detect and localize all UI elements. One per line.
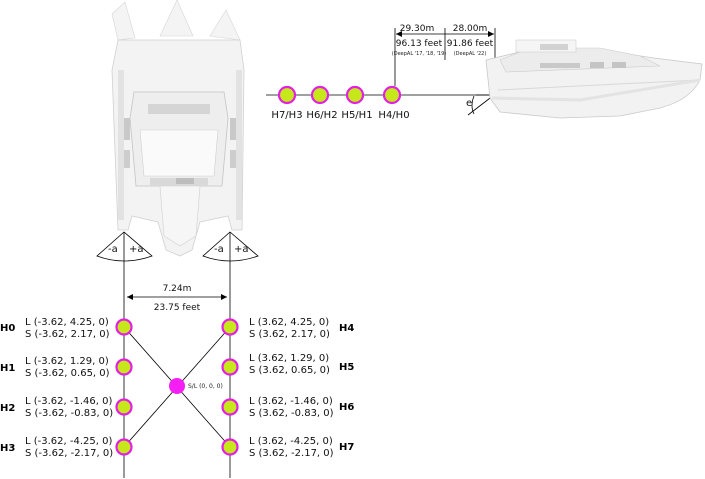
left-angle-fan: -a +a — [96, 231, 153, 262]
svg-text:S (-3.62, -2.17, 0): S (-3.62, -2.17, 0) — [25, 448, 113, 459]
dim-left-note: (DeepAL '17, '18, '19) — [392, 51, 446, 57]
svg-text:H4/H0: H4/H0 — [378, 110, 409, 121]
dim-right-meters: 28.00m — [453, 24, 488, 34]
svg-text:S (3.62, 0.65, 0): S (3.62, 0.65, 0) — [249, 365, 330, 376]
spacing-meters: 7.24m — [163, 284, 192, 294]
spacing-feet: 23.75 feet — [154, 303, 201, 313]
svg-text:S (-3.62, -0.83, 0): S (-3.62, -0.83, 0) — [25, 408, 113, 419]
svg-text:-a: -a — [108, 244, 118, 255]
side-hydrophone-h7-h3 — [277, 85, 297, 105]
left-hydrophone-group: H0 L (-3.62, 4.25, 0) S (-3.62, 2.17, 0)… — [0, 317, 133, 459]
svg-text:L (3.62, 1.29, 0): L (3.62, 1.29, 0) — [249, 353, 329, 364]
svg-text:e: e — [466, 98, 472, 109]
svg-text:H4: H4 — [339, 323, 354, 334]
svg-text:+a: +a — [234, 244, 249, 255]
hydrophone-h2: H2 L (-3.62, -1.46, 0) S (-3.62, -0.83, … — [0, 396, 133, 419]
hydrophone-h4: L (3.62, 4.25, 0) S (3.62, 2.17, 0) H4 — [221, 317, 354, 340]
source-label: S/L (0, 0, 0) — [188, 383, 223, 390]
svg-text:H7: H7 — [339, 442, 354, 453]
hydrophone-h5: L (3.62, 1.29, 0) S (3.62, 0.65, 0) H5 — [221, 353, 354, 376]
hydrophone-h1: H1 L (-3.62, 1.29, 0) S (-3.62, 0.65, 0) — [0, 356, 133, 379]
svg-text:S (3.62, -2.17, 0): S (3.62, -2.17, 0) — [249, 448, 334, 459]
svg-text:S (3.62, 2.17, 0): S (3.62, 2.17, 0) — [249, 329, 330, 340]
svg-text:S (3.62, -0.83, 0): S (3.62, -0.83, 0) — [249, 408, 334, 419]
dim-right-note: (DeepAL '22) — [454, 51, 487, 57]
svg-text:H7/H3: H7/H3 — [271, 110, 302, 121]
svg-text:L (3.62, 4.25, 0): L (3.62, 4.25, 0) — [249, 317, 329, 328]
source-marker — [169, 378, 185, 394]
right-hydrophone-group: L (3.62, 4.25, 0) S (3.62, 2.17, 0) H4 L… — [221, 317, 354, 459]
motor-yacht-side-view — [485, 39, 703, 119]
hydrophone-h3: H3 L (-3.62, -4.25, 0) S (-3.62, -2.17, … — [0, 436, 133, 459]
svg-text:H6: H6 — [339, 402, 354, 413]
svg-text:L (-3.62, 4.25, 0): L (-3.62, 4.25, 0) — [25, 317, 109, 328]
dim-left-feet: 96.13 feet — [396, 39, 443, 49]
svg-text:S (-3.62, 2.17, 0): S (-3.62, 2.17, 0) — [25, 329, 110, 340]
hydrophone-h0: H0 L (-3.62, 4.25, 0) S (-3.62, 2.17, 0) — [0, 317, 133, 340]
svg-text:H5: H5 — [339, 362, 354, 373]
svg-text:L (3.62, -1.46, 0): L (3.62, -1.46, 0) — [249, 396, 333, 407]
svg-text:H6/H2: H6/H2 — [306, 110, 337, 121]
svg-text:S (-3.62, 0.65, 0): S (-3.62, 0.65, 0) — [25, 368, 110, 379]
svg-text:L (-3.62, -4.25, 0): L (-3.62, -4.25, 0) — [25, 436, 112, 447]
side-dimensions: 29.30m 28.00m 96.13 feet 91.86 feet (Dee… — [392, 24, 496, 90]
side-hydrophone-h6-h2 — [310, 85, 330, 105]
side-hydrophones: H7/H3 H6/H2 H5/H1 H4/H0 — [271, 85, 410, 121]
svg-text:H5/H1: H5/H1 — [341, 110, 372, 121]
svg-text:H1: H1 — [0, 363, 15, 374]
svg-text:-a: -a — [214, 244, 224, 255]
hydrophone-h7: L (3.62, -4.25, 0) S (3.62, -2.17, 0) H7 — [221, 436, 354, 459]
dim-right-feet: 91.86 feet — [447, 39, 494, 49]
svg-text:L (3.62, -4.25, 0): L (3.62, -4.25, 0) — [249, 436, 333, 447]
svg-text:H0: H0 — [0, 323, 15, 334]
right-angle-fan: -a +a — [202, 231, 259, 262]
catamaran-top-view — [111, 0, 245, 257]
svg-text:L (-3.62, 1.29, 0): L (-3.62, 1.29, 0) — [25, 356, 109, 367]
svg-text:+a: +a — [129, 244, 144, 255]
hydrophone-h6: L (3.62, -1.46, 0) S (3.62, -0.83, 0) H6 — [221, 396, 354, 419]
svg-text:L (-3.62, -1.46, 0): L (-3.62, -1.46, 0) — [25, 396, 112, 407]
side-hydrophone-h5-h1 — [345, 85, 365, 105]
dim-left-meters: 29.30m — [400, 24, 435, 34]
svg-text:H3: H3 — [0, 443, 15, 454]
svg-text:H2: H2 — [0, 403, 15, 414]
side-hydrophone-h4-h0 — [382, 85, 402, 105]
spacing-dimension: 7.24m 23.75 feet — [127, 284, 227, 313]
